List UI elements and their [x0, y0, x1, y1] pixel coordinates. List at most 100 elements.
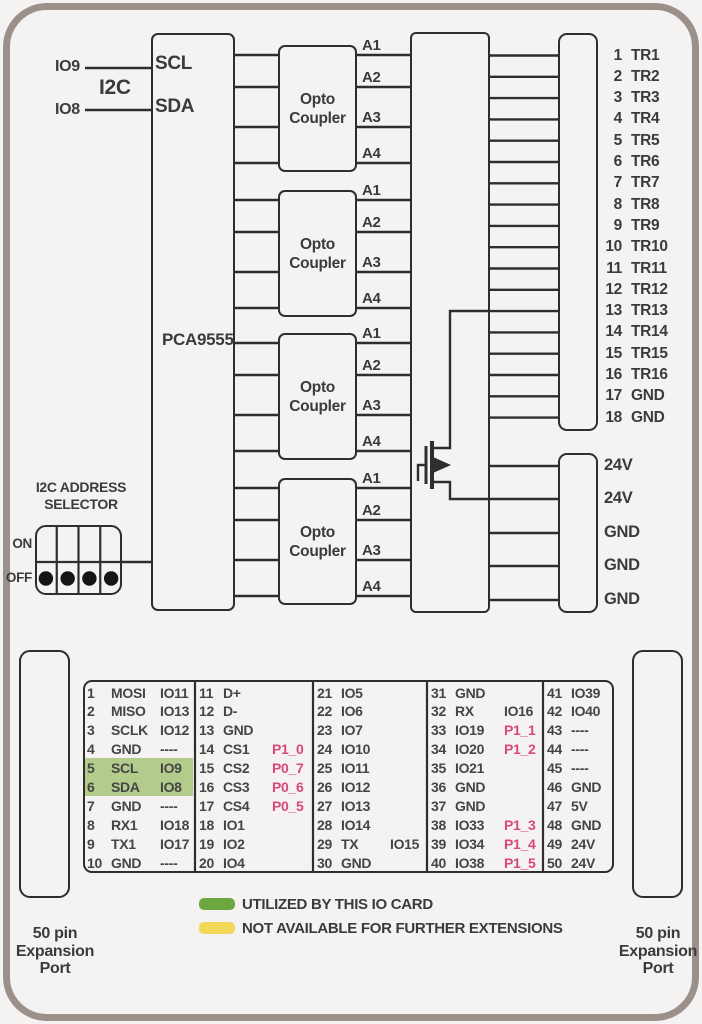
pin-name: IO14: [341, 816, 371, 833]
expansion-port-right-box: [632, 650, 683, 898]
pin-name: GND: [111, 854, 142, 871]
pin-name: IO39: [571, 684, 601, 701]
pin-port-mapping: P1_1: [504, 722, 536, 739]
pin-name: MISO: [111, 703, 146, 720]
pin-name: IO40: [571, 703, 601, 720]
pin-name: D+: [223, 684, 241, 701]
pin-name: IO7: [341, 722, 363, 739]
pin-name: ----: [571, 741, 589, 758]
pin-name: ----: [571, 760, 589, 777]
pin-number: 21: [317, 684, 332, 701]
pin-number: 22: [317, 703, 332, 720]
pin-number: 12: [199, 703, 214, 720]
pin-io-mapping: IO18: [160, 816, 190, 833]
pin-number: 8: [87, 816, 95, 833]
selector-title-line1: I2C ADDRESS: [35, 479, 127, 495]
pin-number: 26: [317, 778, 332, 795]
opto-output-label: A3: [362, 254, 381, 271]
pin-name: GND: [341, 854, 372, 871]
pin-name: SCL: [111, 760, 139, 777]
output-pin-name: TR7: [631, 174, 660, 192]
pin-io-mapping: IO15: [390, 835, 420, 852]
pin-name: CS1: [223, 741, 250, 758]
output-pin-name: TR3: [631, 89, 660, 107]
pin-number: 37: [431, 797, 446, 814]
pin-number: 31: [431, 684, 446, 701]
dip-switch-box: [35, 525, 122, 595]
pin-name: IO38: [455, 854, 485, 871]
opto-output-label: A1: [362, 470, 381, 487]
output-pin-number: 7: [613, 174, 623, 192]
pin-table-row: 22 IO6: [315, 701, 425, 720]
pin-name: IO6: [341, 703, 363, 720]
output-pin-number: 17: [605, 387, 622, 405]
pin-number: 5: [87, 760, 95, 777]
output-pin-number: 18: [605, 408, 622, 426]
opto-label-line1: Opto: [300, 523, 335, 541]
output-pin-name: TR6: [631, 153, 660, 170]
pin-table-row: 44 ----: [545, 739, 612, 758]
pin-name: IO33: [455, 816, 485, 833]
output-pin-number: 15: [605, 344, 622, 362]
output-pin-name: GND: [631, 408, 665, 426]
port-left-line1: 50 pin: [32, 925, 78, 942]
dip-switch-2-off: [60, 571, 75, 586]
pin-name: MOSI: [111, 684, 146, 701]
pin-io-mapping: IO17: [160, 835, 190, 852]
output-pin-number: 14: [605, 323, 622, 341]
pin-number: 33: [431, 722, 446, 739]
pin-name: GND: [223, 722, 254, 739]
opto-output-label: A1: [362, 182, 381, 199]
pin-name: GND: [455, 797, 486, 814]
legend-item: UTILIZED BY THIS IO CARD: [199, 896, 619, 913]
output-pin-name: TR15: [631, 344, 668, 362]
pin-number: 44: [547, 741, 562, 758]
pin-table-row: 45----: [545, 758, 612, 777]
pin-number: 6: [87, 778, 95, 795]
pin-number: 1: [87, 684, 95, 701]
output-pin-number: 13: [605, 302, 622, 320]
pin-name: SCLK: [111, 722, 148, 739]
pin-number: 40: [431, 854, 446, 871]
pin-number: 15: [199, 760, 214, 777]
output-pin-number: 11: [606, 259, 622, 277]
pin-number: 18: [199, 816, 214, 833]
output-connector-box: [558, 33, 598, 431]
pin-number: 35: [431, 760, 446, 777]
output-pin-name: TR11: [631, 259, 667, 277]
pin-name: ----: [571, 722, 589, 739]
output-pin-name: TR4: [631, 110, 660, 128]
output-pin-number: 2: [613, 67, 623, 85]
pin-name: CS2: [223, 760, 250, 777]
pin-number: 25: [317, 760, 332, 777]
pin-table-row: 37 GND: [429, 796, 541, 815]
opto-label-line1: Opto: [300, 378, 335, 396]
pin-io-mapping: IO8: [160, 778, 182, 795]
pin-name: CS3: [223, 778, 250, 795]
pin-table-box: [83, 680, 614, 873]
sda-pin-label: SDA: [155, 96, 195, 117]
opto-output-label: A2: [362, 357, 381, 374]
pin-name: RX1: [111, 816, 138, 833]
pin-number: 36: [431, 778, 446, 795]
mosfet-arrow-icon: [433, 457, 451, 473]
opto-output-label: A4: [362, 290, 381, 307]
